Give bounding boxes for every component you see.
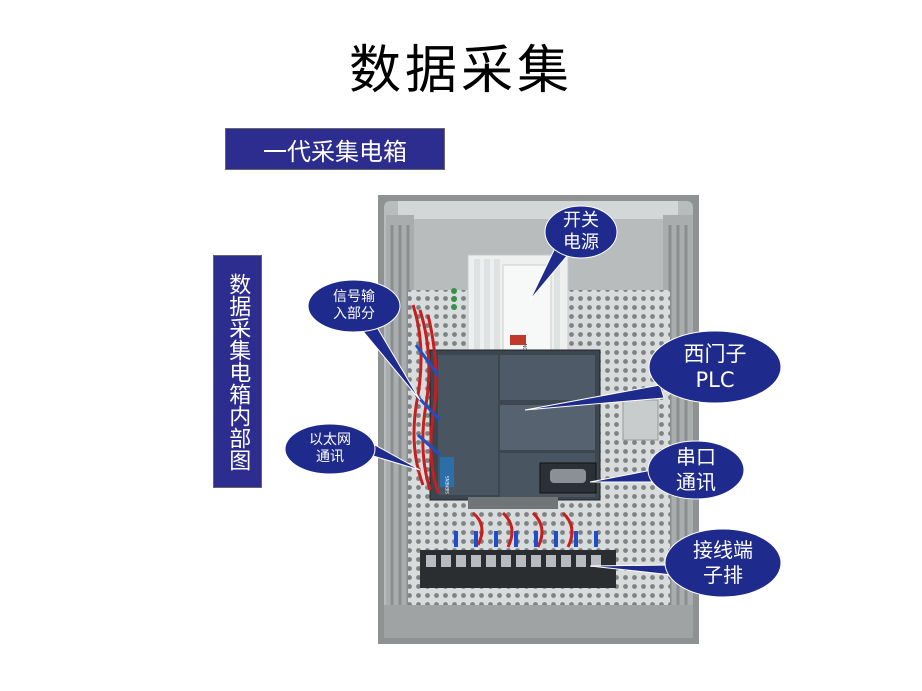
callout-signal-input: 信号输 入部分 (333, 288, 375, 323)
callout-ethernet: 以太网 通讯 (309, 431, 351, 466)
subtitle-text: 一代采集电箱 (263, 137, 407, 166)
page-title: 数据采集 (348, 41, 573, 101)
callout-siemens-plc: 西门子 PLC (683, 341, 747, 392)
electric-box-photo: CAUTION SIEMENS (378, 195, 699, 644)
side-label: 数据采集电箱内部图 (213, 255, 262, 488)
subtitle-box: 一代采集电箱 (225, 128, 445, 170)
callout-switch-power: 开关 电源 (563, 209, 599, 254)
callout-serial: 串口 通讯 (676, 445, 716, 494)
plc-brand-label: SIEMENS (445, 476, 450, 494)
callout-terminal-block: 接线端 子排 (693, 538, 753, 587)
